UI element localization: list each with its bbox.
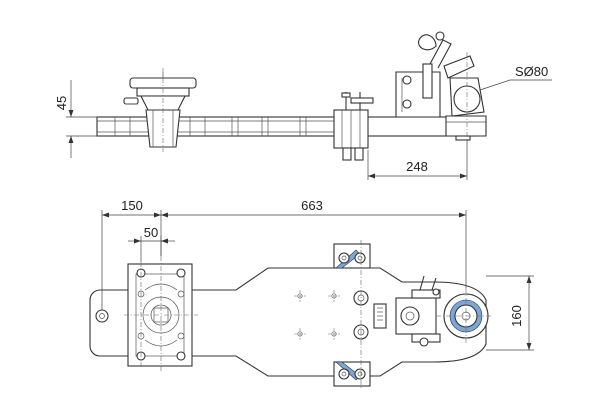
dimension-height-label: 45 [54, 96, 69, 110]
top-view: 150 663 50 160 [89, 198, 534, 390]
top-view-clamp-top [333, 243, 371, 269]
side-view-clamp [333, 92, 374, 161]
top-view-hitch [395, 275, 441, 347]
top-view-turntable [124, 256, 198, 372]
top-view-hole-pattern [294, 290, 340, 340]
top-view-ball [436, 288, 492, 344]
tongue-hole [95, 309, 109, 323]
top-view-nuts [353, 240, 369, 390]
dimension-offset-label: 248 [406, 159, 428, 174]
dimension-offset: 248 [367, 140, 468, 180]
dimension-length-label: 663 [301, 198, 323, 213]
dimension-ball: SØ80 [479, 64, 552, 91]
dimension-ball-label: SØ80 [515, 64, 548, 79]
top-view-plate [89, 267, 487, 377]
dimension-hole-spacing: 50 [128, 225, 175, 262]
dimension-left: 150 [101, 198, 162, 310]
dimension-width-label: 160 [509, 305, 524, 327]
side-view-turntable [123, 68, 197, 152]
dimension-height: 45 [54, 80, 97, 158]
dimension-length: 663 [161, 198, 467, 288]
dimension-width: 160 [486, 275, 534, 351]
top-view-label-plate [373, 303, 387, 329]
dimension-hole-spacing-label: 50 [144, 225, 158, 240]
dimension-left-label: 150 [121, 198, 143, 213]
side-view: 45 SØ80 248 [54, 31, 552, 180]
top-view-clamp-bottom [333, 361, 371, 387]
side-view-hitch [395, 31, 487, 141]
